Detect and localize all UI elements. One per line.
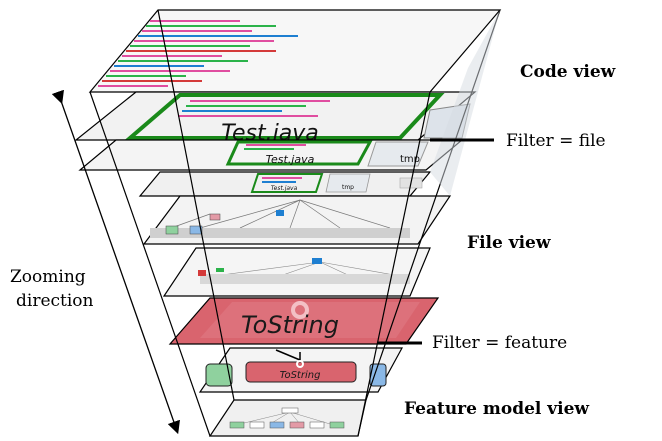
filter-feature-label: Filter = feature bbox=[432, 333, 567, 353]
test-java-medium-label: Test.java bbox=[266, 153, 315, 166]
layer-test-java-large: Test.java bbox=[74, 91, 477, 146]
zoom-direction-arrow bbox=[51, 89, 180, 435]
layer-file-tree-small: Test.java tmp bbox=[138, 171, 432, 197]
test-java-small-label: Test.java bbox=[271, 185, 298, 192]
side-panel-strip bbox=[430, 10, 500, 196]
tmp-medium-label: tmp bbox=[400, 154, 420, 165]
zooming-label-line2: direction bbox=[16, 291, 94, 311]
layer-test-java-medium: Test.java tmp bbox=[78, 139, 464, 171]
code-view-label: Code view bbox=[520, 62, 616, 82]
zooming-label-line1: Zooming bbox=[10, 267, 86, 287]
file-view-label: File view bbox=[467, 233, 551, 253]
tostring-large-label: ToString bbox=[241, 311, 339, 339]
layer-tree-wide bbox=[142, 195, 452, 245]
layer-feature-model-bottom bbox=[208, 399, 367, 437]
filter-file-label: Filter = file bbox=[506, 131, 606, 151]
layer-tostring-large: ToString bbox=[168, 297, 440, 345]
layer-tostring-small: ToString bbox=[198, 347, 404, 393]
tmp-small-label: tmp bbox=[342, 184, 354, 191]
layer-feature-tree-small bbox=[162, 247, 431, 297]
layer-code-view-top bbox=[88, 9, 502, 93]
feature-model-view-label: Feature model view bbox=[404, 399, 589, 419]
tostring-small-label: ToString bbox=[280, 370, 321, 381]
